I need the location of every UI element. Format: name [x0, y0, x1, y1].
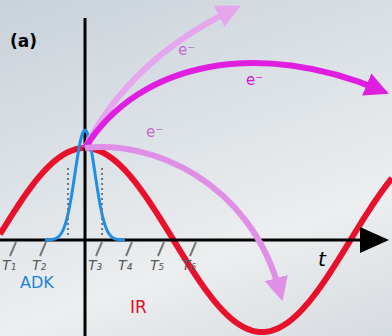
electron-trajectory — [85, 63, 380, 148]
time-tick — [96, 242, 102, 256]
electron-trajectory — [85, 10, 232, 148]
adk-label: ADK — [20, 274, 54, 292]
time-tick — [40, 242, 46, 256]
time-tick — [126, 242, 132, 256]
electron-label: e⁻ — [146, 124, 163, 141]
time-label: T₅ — [150, 258, 164, 273]
time-label: T₆ — [182, 258, 196, 273]
time-tick — [158, 242, 164, 256]
electron-label: e⁻ — [178, 42, 195, 59]
time-label: T₁ — [2, 258, 16, 273]
electron-trajectory — [85, 147, 280, 292]
dotted-guide — [101, 168, 103, 238]
time-tick — [10, 242, 16, 256]
ir-label: IR — [130, 298, 147, 317]
time-label: T₄ — [118, 258, 132, 273]
electron-label: e⁻ — [246, 72, 263, 89]
time-tick — [190, 242, 196, 256]
dotted-guide — [67, 168, 69, 238]
time-axis-arrowhead — [360, 227, 389, 253]
time-label: T₃ — [88, 258, 102, 273]
time-axis-label: t — [318, 248, 326, 270]
time-ticks — [10, 242, 196, 256]
panel-label: (a) — [10, 32, 37, 51]
vertical-axis — [84, 18, 87, 336]
time-label: T₂ — [32, 258, 46, 273]
